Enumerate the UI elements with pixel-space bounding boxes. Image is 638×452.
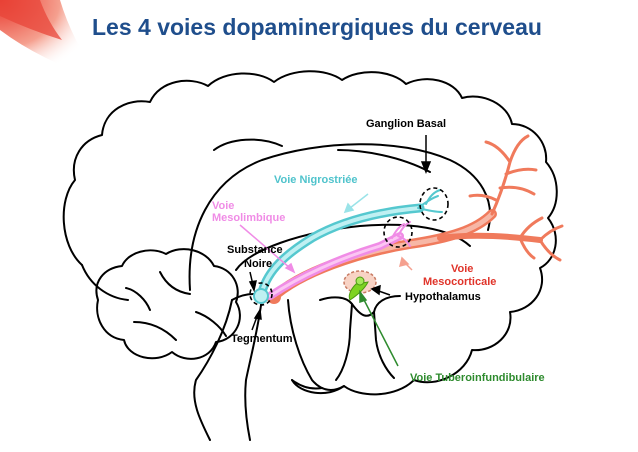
voie-mesocorticale-label-2: Mesocorticale bbox=[423, 276, 496, 288]
ganglion-basal-label: Ganglion Basal bbox=[366, 118, 446, 130]
voie-tuberoinfundibulaire-label: Voie Tuberoinfundibulaire bbox=[410, 372, 545, 384]
voie-mesolimbique-label-2: Mesolimbique bbox=[212, 212, 285, 224]
target-region-circles bbox=[249, 187, 449, 306]
substance-noire-label-1: Substance bbox=[227, 244, 283, 256]
corner-decoration bbox=[0, 0, 100, 80]
tegmentum-label: Tegmentum bbox=[231, 333, 293, 345]
voie-mesolimbique-label-1: Voie bbox=[212, 200, 234, 212]
slide-title: Les 4 voies dopaminergiques du cerveau bbox=[92, 14, 542, 40]
substance-noire-label-2: Noire bbox=[244, 258, 272, 270]
voie-nigrostriee-label: Voie Nigrostriée bbox=[274, 174, 358, 186]
voie-mesocorticale-label-1: Voie bbox=[451, 263, 473, 275]
hypothalamus-label: Hypothalamus bbox=[405, 291, 481, 303]
tuberoinfundibular-pathway bbox=[348, 281, 369, 301]
pointer-arrows bbox=[239, 135, 432, 367]
substantia-nigra bbox=[253, 288, 269, 304]
mesolimbic-pathway bbox=[266, 221, 411, 300]
brain-outline bbox=[62, 70, 558, 441]
